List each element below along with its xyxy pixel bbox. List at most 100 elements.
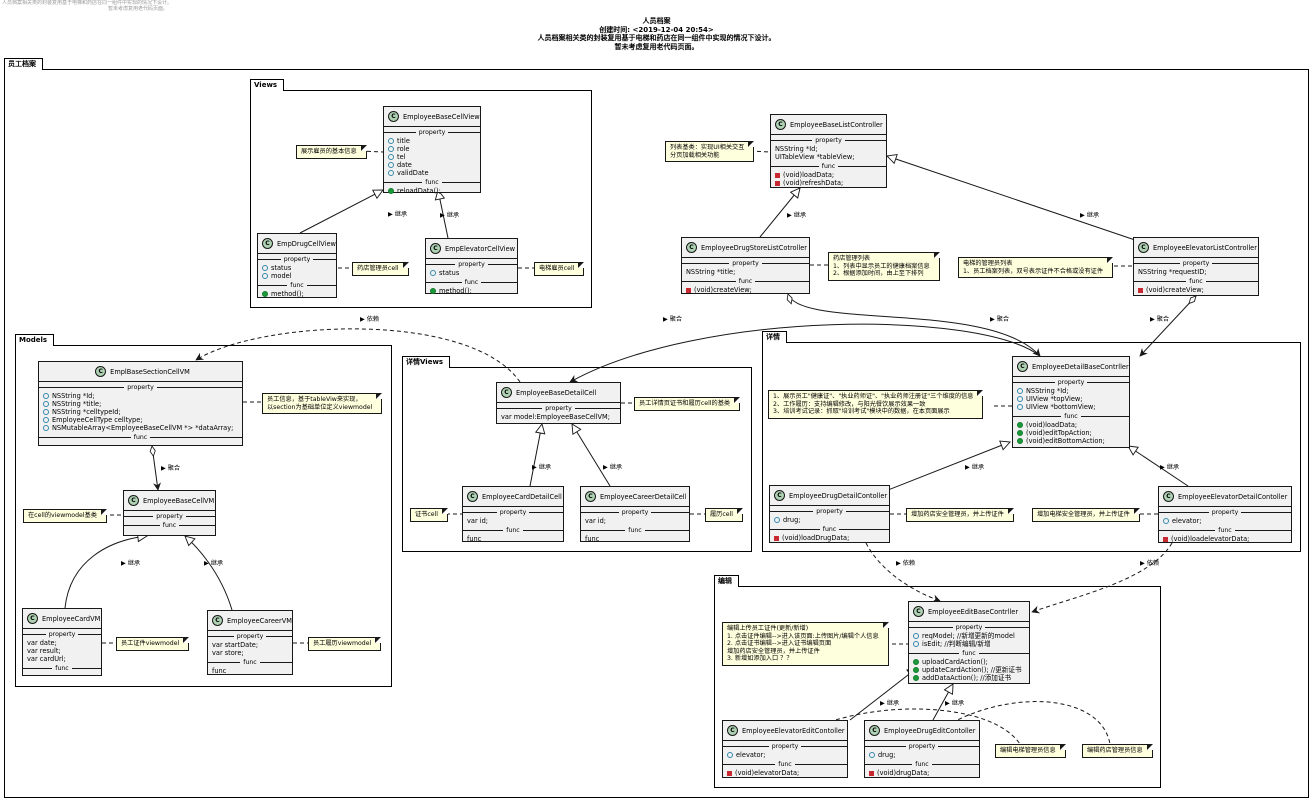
edge-sectionvm-aggregate-cellvm bbox=[152, 446, 158, 490]
class-name: EmployeeElevatorListController bbox=[1153, 243, 1257, 252]
member: tel bbox=[384, 153, 480, 161]
edge-drugdetail-inherit bbox=[887, 442, 1010, 491]
member: var model:EmployeeBaseCellVM; bbox=[501, 413, 610, 421]
member: NSString *Id; bbox=[1013, 387, 1129, 395]
diagram-created-time: 创建时间: <2019-12-04 20:54> bbox=[599, 25, 714, 34]
edge-basedetailcell-depend-sectionvm bbox=[195, 328, 521, 383]
method: (void)refreshData; bbox=[771, 179, 886, 187]
label-aggregate-2: ▶ 聚合 bbox=[990, 316, 1010, 323]
label-inherit-10: ▶ 继承 bbox=[1160, 464, 1180, 471]
edge-empdrugcellview-inherit bbox=[299, 190, 383, 234]
member: var cardUrl; bbox=[27, 655, 66, 663]
note-base-cell-view: 展示雇员的基本信息 bbox=[296, 145, 367, 159]
edge-cardvm-inherit bbox=[64, 536, 147, 609]
edge-elevatordetail-inherit bbox=[1128, 446, 1189, 487]
note-card-cell: 证书cell bbox=[410, 508, 449, 522]
label-inherit-3: ▶ 继承 bbox=[787, 212, 807, 219]
label-aggregate-3: ▶ 聚合 bbox=[1150, 316, 1170, 323]
edge-drugstorelist-inherit bbox=[759, 188, 800, 238]
class-icon: C bbox=[775, 119, 786, 130]
method: uploadCardAction(); bbox=[909, 658, 1029, 666]
class-name: EmpElevatorCellView bbox=[445, 244, 516, 253]
method: (void)elevatorData; bbox=[723, 769, 847, 777]
member: model bbox=[258, 272, 336, 280]
member: NSString *celltypeId; bbox=[39, 408, 242, 416]
class-icon: C bbox=[467, 491, 478, 502]
method: func bbox=[585, 535, 600, 543]
label-inherit-2: ▶ 继承 bbox=[440, 212, 460, 219]
member: var result; bbox=[27, 647, 61, 655]
package-models: Models bbox=[15, 334, 392, 687]
member: NSString *title; bbox=[686, 268, 736, 276]
label-inherit-5: ▶ 继承 bbox=[121, 560, 141, 567]
class-name: EmployeeBaseListController bbox=[790, 120, 883, 129]
note-card-vm: 员工证件viewmodel bbox=[116, 637, 190, 651]
member: NSString *title; bbox=[39, 400, 242, 408]
class-icon: C bbox=[727, 725, 738, 736]
package-detail-views: 详情Views bbox=[402, 356, 752, 552]
label-inherit-7: ▶ 继承 bbox=[532, 464, 552, 471]
label-depend-3: ▶ 依赖 bbox=[1140, 560, 1160, 567]
member: role bbox=[384, 145, 480, 153]
label-inherit-1: ▶ 继承 bbox=[388, 211, 408, 218]
member: status bbox=[258, 264, 336, 272]
class-icon: C bbox=[1163, 491, 1174, 502]
method: (void)loadelevatorData; bbox=[1159, 535, 1291, 543]
class-name: EmployeeDrugEditContoller bbox=[884, 726, 976, 735]
diagram-remark: 暂未考虑复用老代码页面。 bbox=[614, 42, 699, 51]
note-career-cell: 履历cell bbox=[705, 508, 744, 522]
edge-elevatordetail-depend-edit bbox=[1031, 542, 1173, 614]
note-base-detail-cell: 员工详情页证书和履历cell的基类 bbox=[634, 397, 741, 411]
label-aggregate-4: ▶ 聚合 bbox=[161, 465, 181, 472]
member: reqModel; //新增更新的model bbox=[909, 632, 1029, 640]
class-icon: C bbox=[95, 366, 107, 377]
method: (void)editTopAction; bbox=[1013, 429, 1129, 437]
class-icon: C bbox=[913, 606, 924, 617]
label-inherit-11: ▶ 继承 bbox=[880, 700, 900, 707]
method: updateCardAction(); //更新证书 bbox=[909, 666, 1029, 674]
note-link-elevator-edit bbox=[809, 708, 1021, 745]
edge-drugedit-inherit bbox=[932, 684, 953, 721]
member: var id; bbox=[585, 517, 606, 525]
member: UITableView *tableView; bbox=[775, 153, 855, 161]
member: UIView *bottomView; bbox=[1013, 403, 1129, 411]
class-name: EmployeeCareerVM bbox=[227, 616, 292, 625]
diagram-title: 人员档案 bbox=[642, 17, 671, 25]
note-drug-detail: 增加药店安全管理员，并上传证件 bbox=[906, 508, 1014, 522]
label-aggregate-1: ▶ 聚合 bbox=[663, 316, 683, 323]
method: (void)editBottomAction; bbox=[1013, 437, 1129, 445]
diagram-description: 人员档案相关类的封装复用基于电梯和药店在同一组件中实现的情况下设计。 bbox=[537, 34, 776, 42]
member: elevator; bbox=[1159, 517, 1291, 525]
class-name: EmployeeBaseCellVM bbox=[143, 496, 215, 505]
member: validDate bbox=[384, 169, 480, 177]
class-name: EmployeeCareerDetailCell bbox=[600, 492, 687, 501]
note-drug-cell: 药店管理员cell bbox=[352, 262, 409, 276]
method: (void)drugData; bbox=[865, 769, 979, 777]
package-edit-tab: 编辑 bbox=[714, 575, 739, 587]
note-section-vm: 员工信息，基于tableViw来实现，以section为基础单位定义viewmo… bbox=[262, 393, 383, 414]
member: var store; bbox=[212, 649, 244, 657]
class-name: EmployeeDrugStoreListCotroller bbox=[701, 243, 808, 252]
